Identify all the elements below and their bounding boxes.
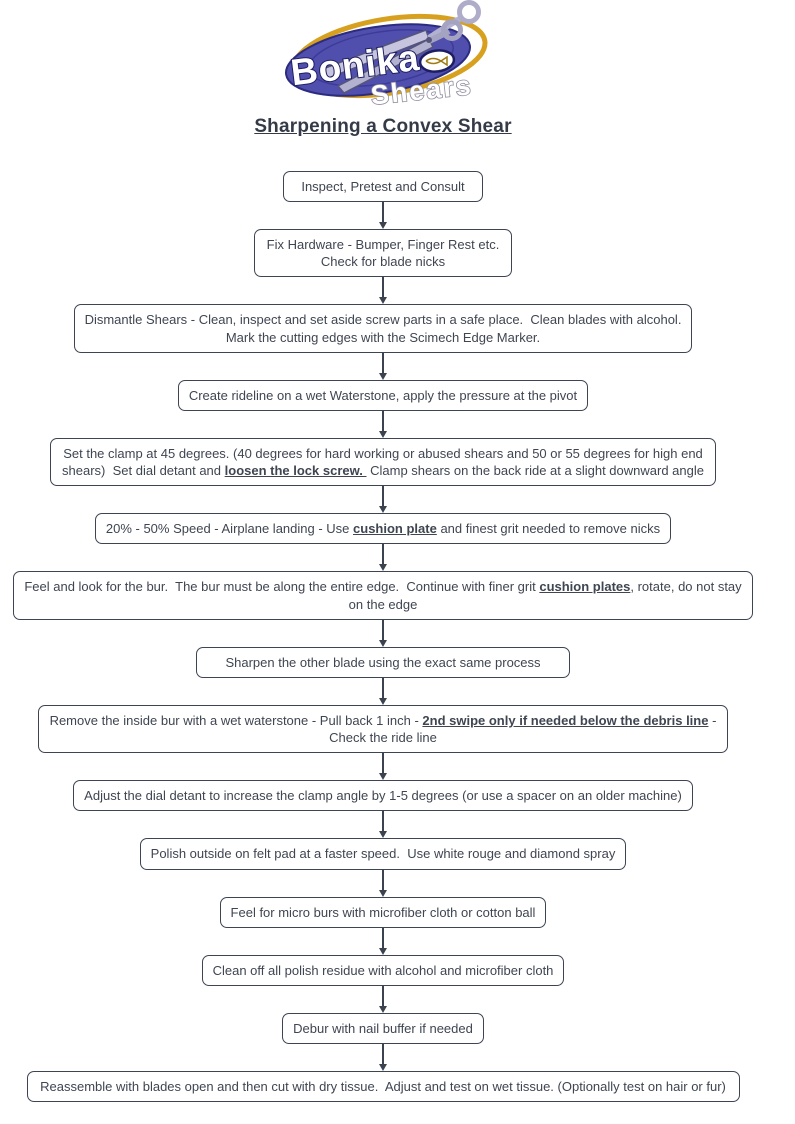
flow-step: 20% - 50% Speed - Airplane landing - Use… (94, 513, 672, 571)
flow-step: Debur with nail buffer if needed (282, 1012, 484, 1071)
flow-step: Set the clamp at 45 degrees. (40 degrees… (50, 437, 716, 513)
scissors-icon (318, 0, 481, 94)
flow-step: Adjust the dial detant to increase the c… (73, 780, 693, 838)
down-arrow-connector (379, 544, 387, 571)
flow-step: Polish outside on felt pad at a faster s… (139, 838, 627, 897)
flow-step-box: Polish outside on felt pad at a faster s… (139, 838, 627, 870)
flow-step-text-line: Feel for micro burs with microfiber clot… (230, 904, 536, 920)
down-arrow-connector (379, 202, 387, 229)
flow-step-text-line: on the edge (348, 596, 418, 612)
flow-step-box: Feel for micro burs with microfiber clot… (219, 896, 547, 928)
flow-step-box: Adjust the dial detant to increase the c… (73, 780, 693, 812)
flow-step: Remove the inside bur with a wet waterst… (38, 704, 728, 780)
flow-step: Fix Hardware - Bumper, Finger Rest etc.C… (254, 229, 512, 304)
flow-step-text-line: Polish outside on felt pad at a faster s… (150, 846, 616, 862)
flow-step-text-line: Sharpen the other blade using the exact … (225, 654, 541, 670)
flow-step-text-line: Set the clamp at 45 degrees. (40 degrees… (63, 445, 703, 461)
flow-step-text-line: Create rideline on a wet Waterstone, app… (188, 387, 578, 403)
flow-step: Create rideline on a wet Waterstone, app… (177, 379, 589, 438)
flow-step: Clean off all polish residue with alcoho… (201, 954, 565, 1013)
down-arrow-connector (379, 870, 387, 897)
flow-step-text-line: Feel and look for the bur. The bur must … (24, 579, 742, 595)
flow-step-text-line: Remove the inside bur with a wet waterst… (49, 712, 717, 728)
flow-step-box: Create rideline on a wet Waterstone, app… (177, 379, 589, 411)
flow-step-text-line: Fix Hardware - Bumper, Finger Rest etc. (266, 237, 500, 253)
down-arrow-connector (379, 986, 387, 1013)
blue-oval-inner-line (307, 29, 454, 87)
flow-step-text-line: Debur with nail buffer if needed (293, 1020, 473, 1036)
down-arrow-connector (379, 486, 387, 513)
flow-step-box: Inspect, Pretest and Consult (283, 171, 483, 203)
down-arrow-connector (379, 620, 387, 647)
page-title: Sharpening a Convex Shear (254, 116, 512, 137)
flow-step-box: Fix Hardware - Bumper, Finger Rest etc.C… (254, 229, 512, 278)
flowchart: Inspect, Pretest and Consult Fix Hardwar… (13, 171, 753, 1103)
flow-step-text-line: Check for blade nicks (320, 254, 446, 270)
down-arrow-connector (379, 277, 387, 304)
down-arrow-connector (379, 411, 387, 438)
flow-step: Feel and look for the bur. The bur must … (13, 571, 753, 647)
flow-step-text-line: 20% - 50% Speed - Airplane landing - Use… (105, 521, 661, 537)
bonika-shears-logo-svg: Bonika Shears (284, 0, 487, 111)
flow-step: Sharpen the other blade using the exact … (196, 646, 570, 705)
flow-step-text-line: Inspect, Pretest and Consult (301, 179, 465, 194)
flow-step-text-line: Check the ride line (329, 730, 437, 746)
flow-step-box: Debur with nail buffer if needed (282, 1012, 484, 1044)
down-arrow-connector (379, 678, 387, 705)
flow-step-text-line: Clean off all polish residue with alcoho… (212, 962, 554, 978)
flow-step: Reassemble with blades open and then cut… (26, 1070, 740, 1103)
flow-step-box: Remove the inside bur with a wet waterst… (38, 704, 728, 754)
flow-step-box: Dismantle Shears - Clean, inspect and se… (73, 304, 693, 353)
flow-step-text-line: Reassemble with blades open and then cut… (40, 1078, 726, 1094)
down-arrow-connector (379, 1044, 387, 1071)
flow-step-box: Clean off all polish residue with alcoho… (201, 954, 565, 986)
flow-step: Dismantle Shears - Clean, inspect and se… (73, 304, 693, 380)
down-arrow-connector (379, 811, 387, 838)
flow-step-box: Sharpen the other blade using the exact … (196, 646, 570, 678)
flow-step-text-line: Dismantle Shears - Clean, inspect and se… (84, 312, 682, 328)
down-arrow-connector (379, 928, 387, 955)
flow-step-box: Set the clamp at 45 degrees. (40 degrees… (50, 437, 716, 487)
flow-step-box: Feel and look for the bur. The bur must … (13, 571, 753, 620)
bonika-shears-logo: Bonika Shears (276, 0, 491, 111)
flow-step-box: Reassemble with blades open and then cut… (26, 1070, 740, 1103)
down-arrow-connector (379, 353, 387, 380)
flow-step-text-line: Mark the cutting edges with the Scimech … (225, 329, 541, 345)
flow-step-text-line: Adjust the dial detant to increase the c… (84, 788, 682, 804)
flow-step-box: 20% - 50% Speed - Airplane landing - Use… (94, 513, 672, 545)
down-arrow-connector (379, 753, 387, 780)
flow-step-text-line: shears) Set dial detant and loosen the l… (62, 463, 704, 479)
fish-emblem-icon (418, 49, 455, 73)
flow-step: Feel for micro burs with microfiber clot… (219, 896, 547, 955)
flow-step: Inspect, Pretest and Consult (283, 171, 483, 229)
